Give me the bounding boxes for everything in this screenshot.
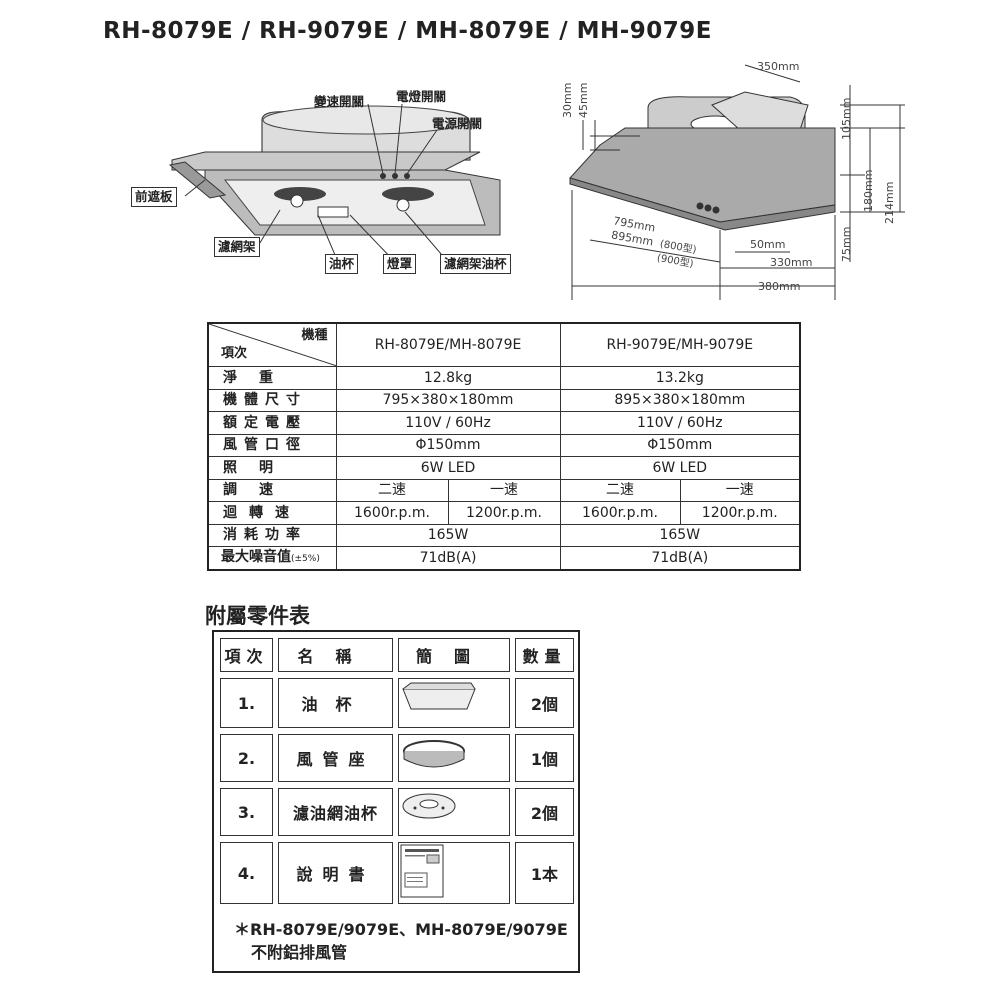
page-title: RH-8079E / RH-9079E / MH-8079E / MH-9079… — [103, 18, 713, 44]
spec-table: 機種 項次 RH-8079E/MH-8079E RH-9079E/MH-9079… — [207, 322, 802, 571]
spec-value: 12.8kg — [335, 366, 561, 390]
spec-value: 二速 — [335, 478, 449, 502]
parts-item-no: 3. — [220, 788, 273, 836]
spec-row-power: 消耗功率 165W 165W — [207, 523, 801, 547]
callout-filter-oil-cup: 濾網架油杯 — [440, 254, 511, 274]
parts-item-no: 4. — [220, 842, 273, 904]
duct-seat-icon — [403, 740, 465, 768]
range-hood-illustration — [168, 103, 501, 263]
callout-front-cover: 前遮板 — [131, 187, 177, 207]
spec-value: 895×380×180mm — [559, 388, 801, 412]
spec-value: 6W LED — [335, 456, 561, 480]
spec-value: 1200r.p.m. — [679, 501, 801, 525]
spec-value: 一速 — [447, 478, 561, 502]
spec-label: 額定電壓 — [207, 411, 337, 435]
spec-row-speed: 調速 二速 一速 二速 一速 — [207, 478, 801, 502]
dimension-drawing — [569, 64, 905, 300]
spec-row-voltage: 額定電壓 110V / 60Hz 110V / 60Hz — [207, 411, 801, 435]
spec-row-weight: 淨重 12.8kg 13.2kg — [207, 366, 801, 390]
spec-value: Φ150mm — [335, 433, 561, 457]
parts-header-no: 項次 — [220, 638, 273, 672]
dim-350: 350mm — [757, 60, 800, 73]
manual-icon — [400, 844, 444, 898]
spec-value: 13.2kg — [559, 366, 801, 390]
parts-item-name: 說明書 — [278, 842, 393, 904]
filter-oil-cup-icon — [402, 793, 456, 819]
spec-value: 795×380×180mm — [335, 388, 561, 412]
parts-note-line2: 不附鋁排風管 — [251, 943, 348, 962]
spec-row-rpm: 迴轉速 1600r.p.m. 1200r.p.m. 1600r.p.m. 120… — [207, 501, 801, 525]
spec-label: 消耗功率 — [207, 523, 337, 547]
spec-label: 調速 — [207, 478, 337, 502]
manual-sketch — [398, 842, 510, 904]
parts-title: 附屬零件表 — [205, 604, 310, 628]
parts-header-qty: 數量 — [515, 638, 574, 672]
spec-model-b: RH-9079E/MH-9079E — [559, 322, 801, 367]
spec-value: 1200r.p.m. — [447, 501, 561, 525]
spec-value: 1600r.p.m. — [335, 501, 449, 525]
spec-row-duct: 風管口徑 Φ150mm Φ150mm — [207, 433, 801, 457]
filter-oil-cup-sketch — [398, 788, 510, 836]
callout-filter-frame: 濾網架 — [214, 237, 260, 257]
parts-note-line1: ＊RH-8079E/9079E、MH-8079E/9079E — [234, 920, 568, 939]
callout-light-switch: 電燈開關 — [396, 89, 447, 104]
callout-lamp-cover: 燈罩 — [383, 254, 417, 274]
dim-214: 214mm — [883, 181, 896, 224]
spec-corner: 機種 項次 — [207, 322, 337, 367]
spec-value: 一速 — [679, 478, 801, 502]
spec-value: 110V / 60Hz — [335, 411, 561, 435]
dim-45: 45mm — [577, 82, 590, 118]
spec-corner-model: 機種 — [301, 328, 328, 343]
spec-label: 迴轉速 — [207, 501, 337, 525]
spec-label: 風管口徑 — [207, 433, 337, 457]
spec-value: 二速 — [559, 478, 681, 502]
dim-30: 30mm — [561, 82, 574, 118]
dim-75: 75mm — [840, 226, 853, 262]
spec-label: 最大噪音值(±5%) — [207, 546, 337, 571]
parts-item-qty: 1個 — [515, 734, 574, 782]
spec-label: 機體尺寸 — [207, 388, 337, 412]
spec-value: 6W LED — [559, 456, 801, 480]
spec-row-size: 機體尺寸 795×380×180mm 895×380×180mm — [207, 388, 801, 412]
spec-header-row: 機種 項次 RH-8079E/MH-8079E RH-9079E/MH-9079… — [207, 322, 801, 367]
spec-label-text: 最大噪音值 — [221, 549, 291, 565]
oil-cup-sketch — [398, 678, 510, 728]
spec-value: 71dB(A) — [335, 546, 561, 571]
spec-value: 110V / 60Hz — [559, 411, 801, 435]
spec-value: Φ150mm — [559, 433, 801, 457]
spec-value: 165W — [335, 523, 561, 547]
parts-item-no: 2. — [220, 734, 273, 782]
parts-item-qty: 1本 — [515, 842, 574, 904]
spec-row-noise: 最大噪音值(±5%) 71dB(A) 71dB(A) — [207, 546, 801, 571]
callout-oil-cup: 油杯 — [325, 254, 359, 274]
duct-seat-sketch — [398, 734, 510, 782]
dim-50: 50mm — [750, 238, 786, 251]
parts-item-no: 1. — [220, 678, 273, 728]
spec-label: 照明 — [207, 456, 337, 480]
dim-180: 180mm — [862, 169, 875, 212]
callout-speed-switch: 變速開關 — [314, 94, 365, 109]
spec-row-light: 照明 6W LED 6W LED — [207, 456, 801, 480]
parts-note: ＊RH-8079E/9079E、MH-8079E/9079E 不附鋁排風管 — [234, 918, 568, 964]
parts-header-name: 名稱 — [278, 638, 393, 672]
parts-header-diagram: 簡圖 — [398, 638, 510, 672]
spec-corner-item: 項次 — [221, 346, 248, 361]
oil-cup-icon — [402, 682, 476, 710]
dim-380: 380mm — [758, 280, 801, 293]
dim-105: 105mm — [840, 97, 853, 140]
spec-value: 1600r.p.m. — [559, 501, 681, 525]
parts-item-qty: 2個 — [515, 788, 574, 836]
parts-item-name: 油杯 — [278, 678, 393, 728]
spec-label: 淨重 — [207, 366, 337, 390]
parts-item-name: 濾油網油杯 — [278, 788, 393, 836]
callout-power-switch: 電源開關 — [432, 116, 483, 131]
parts-item-qty: 2個 — [515, 678, 574, 728]
spec-value: 165W — [559, 523, 801, 547]
dim-330: 330mm — [770, 256, 813, 269]
spec-value: 71dB(A) — [559, 546, 801, 571]
parts-table: 項次 名稱 簡圖 數量 1. 油杯 2個 2. 風管座 1個 3. 濾油網油杯 … — [212, 630, 580, 973]
spec-model-a: RH-8079E/MH-8079E — [335, 322, 561, 367]
parts-item-name: 風管座 — [278, 734, 393, 782]
spec-label-tolerance: (±5%) — [291, 554, 320, 564]
